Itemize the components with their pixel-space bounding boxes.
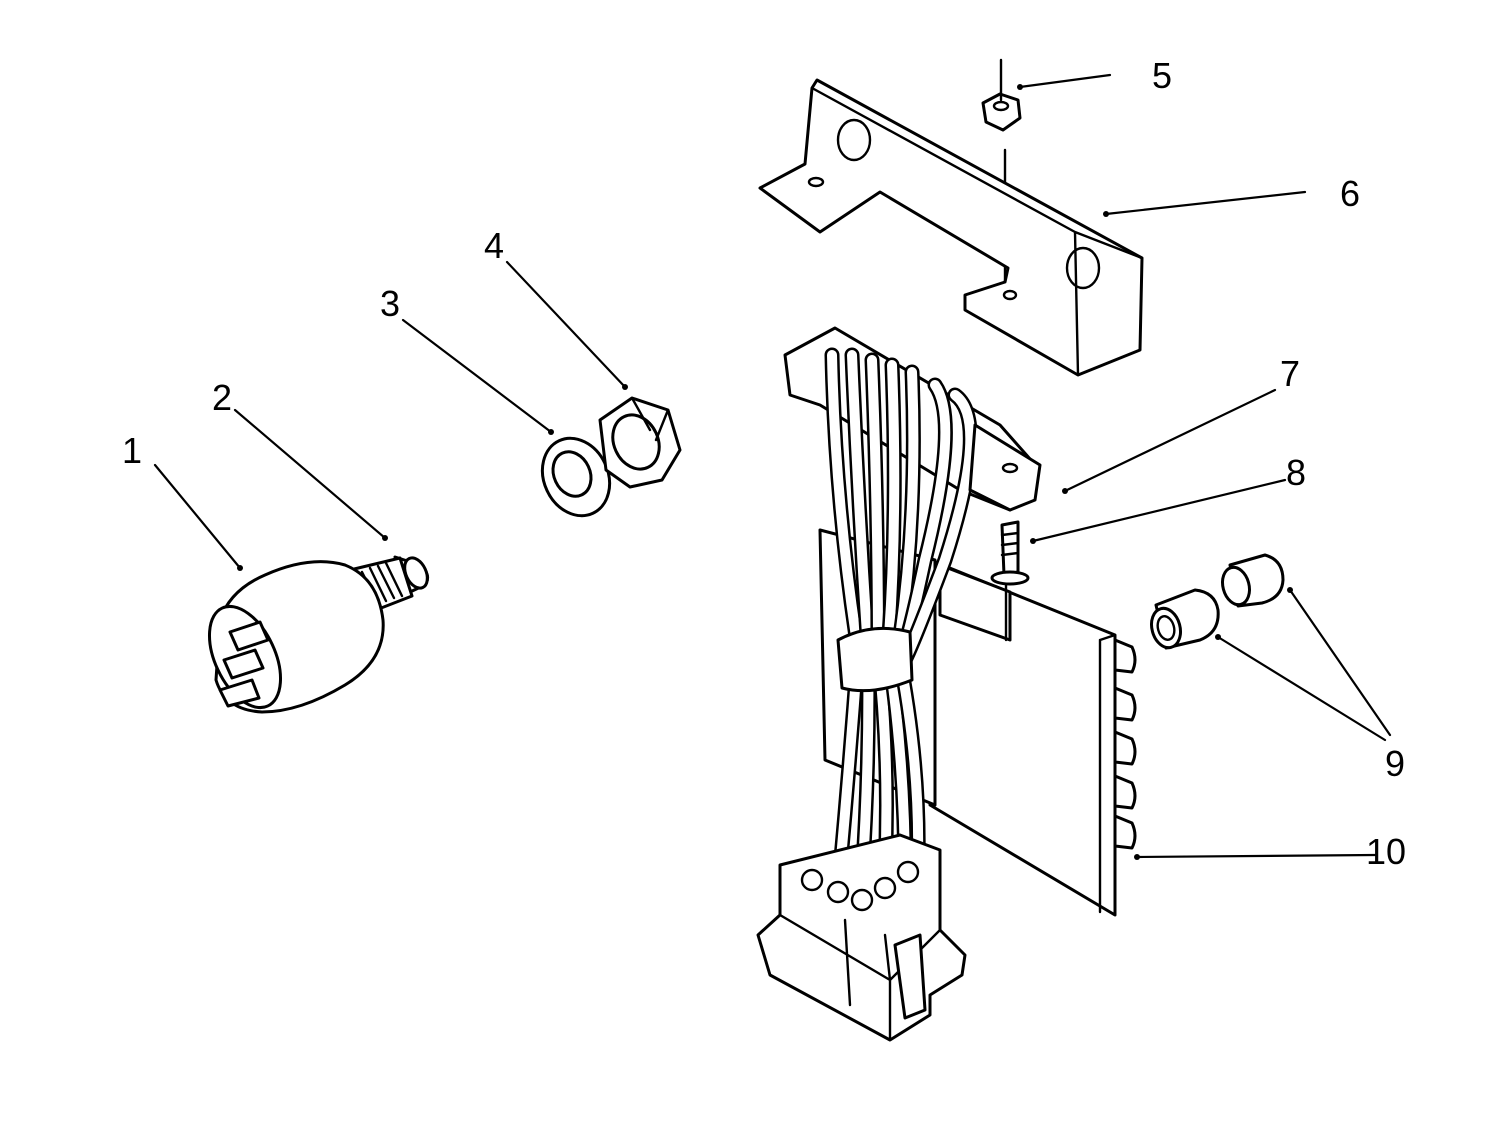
callout-5: 5 [1152,55,1172,96]
indicator-lenses [1150,553,1285,650]
mounting-bracket [758,78,1144,377]
leader-10 [1135,853,1377,859]
callout-3: 3 [380,283,400,324]
callout-4: 4 [484,225,504,266]
callout-8: 8 [1286,452,1306,493]
leader-8 [1031,478,1287,543]
screw [990,520,1030,642]
leader-7 [1063,388,1277,493]
leader-9b [1288,588,1392,737]
leader-9a [1216,635,1387,742]
callout-2: 2 [212,377,232,418]
callout-1: 1 [122,430,142,471]
leader-1 [153,463,242,570]
leader-lines [153,73,1392,860]
callout-labels: 1 2 3 4 5 6 7 8 9 10 [122,55,1406,872]
washer [540,436,612,518]
callout-10: 10 [1366,831,1406,872]
callout-7: 7 [1280,353,1300,394]
callout-9: 9 [1385,743,1405,784]
hex-nut [598,396,682,489]
switch-plunger [348,555,430,612]
leader-5 [1018,73,1112,89]
leader-4 [505,260,627,389]
switch-body [208,560,385,714]
callout-6: 6 [1340,173,1360,214]
switch-assembly [208,555,430,714]
leader-2 [233,408,387,540]
wire-harness [756,326,1042,1042]
leader-3 [401,318,553,434]
leader-6 [1104,190,1307,216]
